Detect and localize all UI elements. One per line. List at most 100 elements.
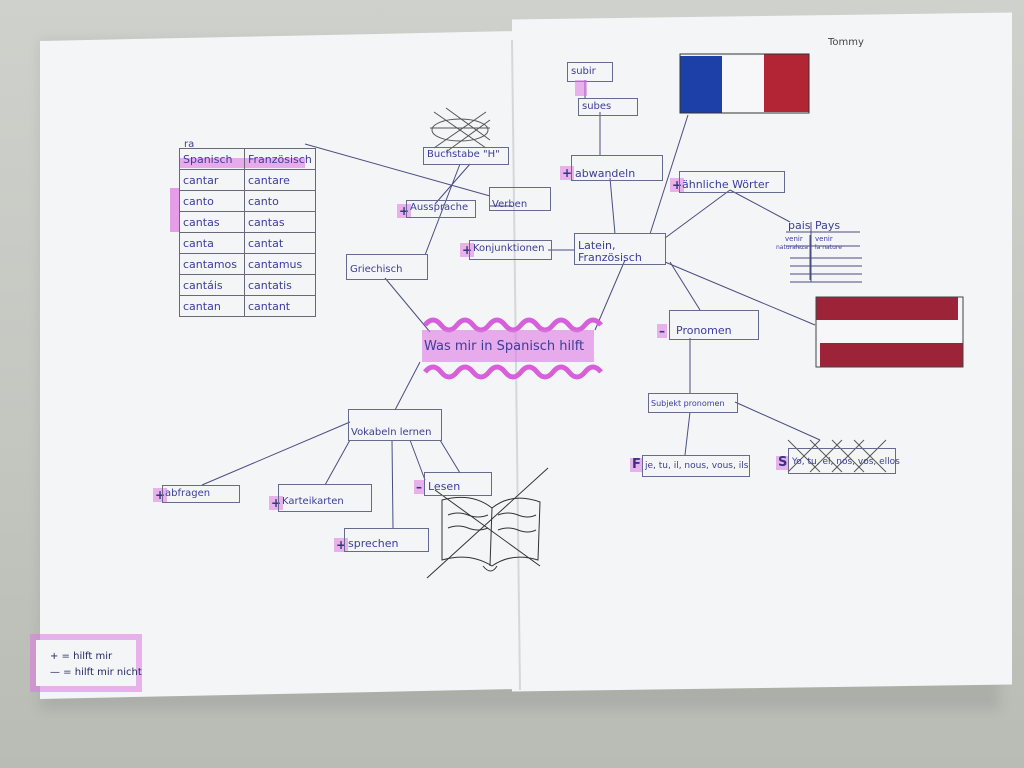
french-sign: F [630, 457, 643, 472]
table-cell: cantatis [244, 274, 316, 296]
node-konjunktionen: Konjunktionen [469, 240, 552, 260]
table-cell: cantar [179, 169, 245, 191]
node-pronomen: Pronomen [669, 310, 759, 340]
word-pays: Pays [815, 219, 841, 232]
node-sprechen: sprechen [344, 528, 429, 552]
node-label: Griechisch [350, 264, 403, 275]
wavy-line-bottom [423, 364, 603, 380]
austrian-flag-icon [815, 296, 964, 368]
node-label: Lesen [428, 480, 461, 493]
node-label: Yo, tu, el, nos, vos, ellos [792, 457, 900, 467]
check-marks-highlight [575, 80, 587, 96]
node-label: Subjekt pronomen [651, 399, 725, 408]
node-label: Vokabeln lernen [351, 427, 432, 438]
node-aussprache: Aussprache [406, 200, 476, 218]
node-karteikarten: Karteikarten [278, 484, 372, 512]
node-label: Französisch [578, 251, 642, 264]
center-title: Was mir in Spanisch hilft [424, 340, 585, 353]
table-cell: cantas [179, 211, 245, 233]
node-label: ähnliche Wörter [682, 178, 770, 191]
node-label: je, tu, il, nous, vous, ils [645, 461, 749, 471]
node-abfragen: abfragen [162, 485, 240, 503]
table-cell: canto [179, 190, 245, 212]
table-cell: cantamos [179, 253, 245, 275]
table-cell: cantat [244, 232, 316, 254]
word-nature-es: naturaleza [776, 244, 808, 251]
node-lesen: Lesen [424, 472, 492, 496]
node-verben: Verben [489, 187, 551, 211]
hatched-sketch-icon [430, 107, 491, 153]
legend-plus: + = hilft mir [50, 651, 113, 662]
node-label: Buchstabe "H" [427, 149, 500, 160]
crossed-out-hatch [787, 439, 887, 473]
node-spanish-pronouns: Yo, tu, el, nos, vos, ellos [788, 448, 900, 474]
node-abwandeln: abwandeln [571, 155, 663, 181]
node-label: Verben [492, 199, 528, 210]
wavy-line-top [423, 317, 603, 333]
node-label: Aussprache [410, 202, 469, 213]
word-venir-fr: venir [815, 235, 833, 243]
table-header-cell: Französisch [244, 148, 316, 170]
word-pais: pais [788, 219, 811, 232]
page-fold [511, 39, 521, 691]
table-header-extra: ra [184, 139, 195, 150]
minus-sign: – [657, 324, 667, 338]
table-highlight [170, 188, 179, 232]
table-cell: cantare [244, 169, 316, 191]
node-label: Karteikarten [282, 496, 344, 507]
legend-box: + = hilft mir — = hilft mir nicht [30, 634, 142, 692]
center-highlight [422, 330, 594, 362]
table-cell: cantamus [244, 253, 316, 275]
node-label: sprechen [348, 537, 399, 550]
node-subjekt-pronomen: Subjekt pronomen [648, 393, 738, 413]
legend-inner: + = hilft mir — = hilft mir nicht [36, 640, 142, 686]
node-label: subes [582, 101, 612, 112]
plus-sign: + [269, 496, 284, 510]
node-subir: subir [567, 62, 613, 82]
table-cell: cantas [244, 211, 316, 233]
table-header-cell: Spanisch [179, 148, 245, 170]
node-label: abfragen [165, 488, 211, 499]
plus-sign: + [460, 243, 475, 257]
node-buchstabe-h: Buchstabe "H" [423, 147, 509, 165]
french-flag-icon [679, 53, 810, 114]
table-cell: canto [244, 190, 316, 212]
word-venir-es: venir [785, 235, 803, 243]
plus-sign: + [153, 488, 168, 502]
table-header-row: Spanisch Französisch [179, 148, 316, 170]
table-cell: cantáis [179, 274, 245, 296]
table-cell: cantan [179, 295, 245, 317]
word-table-lines [786, 222, 862, 283]
node-label: subir [571, 66, 596, 77]
plus-sign: + [397, 204, 412, 218]
node-label: Pronomen [676, 324, 732, 337]
node-aehnliche-woerter: ähnliche Wörter [679, 171, 785, 193]
table-cell: cantant [244, 295, 316, 317]
spanish-sign: S [776, 455, 790, 470]
legend-minus: — = hilft mir nicht [50, 667, 142, 678]
crossed-book-icon [426, 467, 549, 579]
node-label: Latein, [578, 239, 616, 252]
plus-sign: + [670, 178, 685, 192]
node-latein-franzoesisch: Latein, Französisch [574, 233, 666, 265]
student-name: Tommy [828, 37, 864, 48]
connector-lines [201, 80, 821, 529]
word-nature-fr: la nature [815, 244, 842, 251]
plus-sign: + [560, 166, 575, 180]
node-french-pronouns: je, tu, il, nous, vous, ils [642, 455, 750, 477]
node-label: abwandeln [575, 167, 636, 180]
node-label: Konjunktionen [473, 243, 545, 254]
node-griechisch: Griechisch [346, 254, 428, 280]
node-subes: subes [578, 98, 638, 116]
node-vokabeln-lernen: Vokabeln lernen [348, 409, 442, 441]
